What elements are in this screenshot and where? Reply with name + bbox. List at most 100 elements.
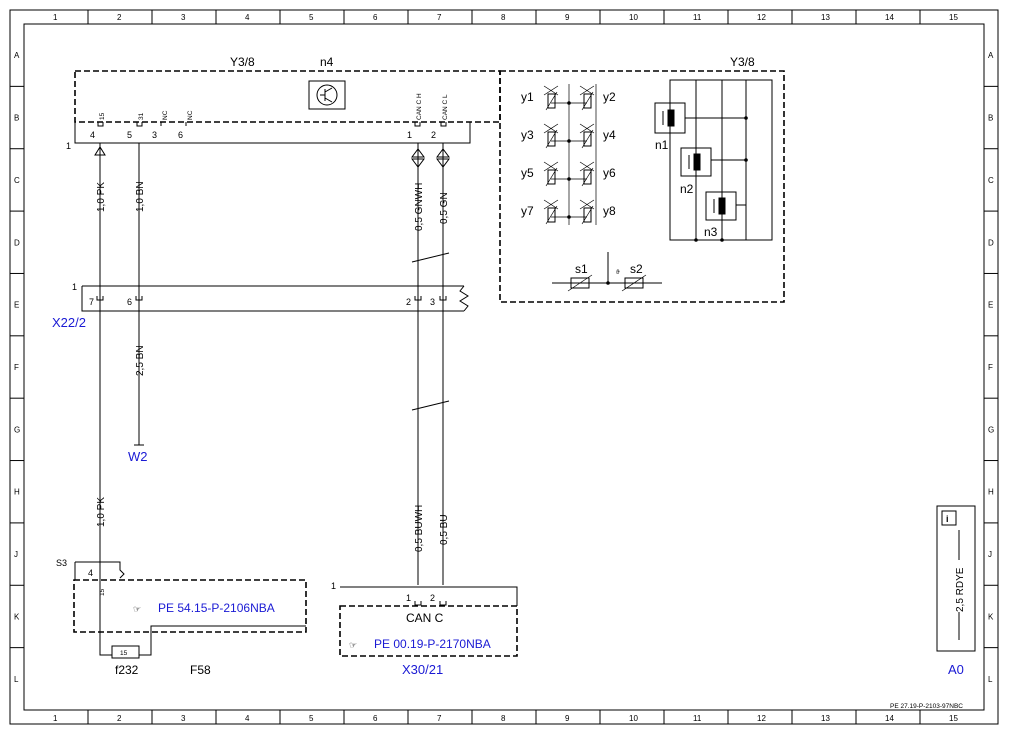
hand-pointer-icon-x30: ☞ — [349, 640, 357, 650]
pin-number-6: 6 — [178, 130, 183, 140]
switch-s3 — [74, 561, 125, 580]
solenoid-n3-icon — [713, 197, 726, 215]
sensor-s2 — [624, 277, 644, 289]
hand-pointer-icon-f58: ☞ — [133, 604, 141, 614]
pin-label-can-c-l: CAN C L — [442, 94, 449, 120]
ref-pe-00-link[interactable]: PE 00.19-P-2170NBA — [374, 637, 491, 651]
col-label-top: 15 — [949, 13, 958, 22]
fuse-wiring — [99, 587, 306, 656]
col-label-bottom: 1 — [53, 714, 58, 723]
row-label-left: F — [14, 363, 19, 372]
x22-pin-6: 6 — [127, 297, 132, 307]
info-icon — [941, 510, 957, 526]
col-label-top: 11 — [693, 13, 702, 22]
twisted-pair-marks — [411, 252, 450, 411]
pin-number-3: 3 — [152, 130, 157, 140]
col-label-top: 12 — [757, 13, 766, 22]
valve-y4-label: y4 — [603, 128, 616, 142]
valve-icon — [579, 123, 595, 134]
can-c-label: CAN C — [406, 611, 444, 625]
module-f58-label: F58 — [190, 663, 211, 677]
module-connector-ref: 1 — [66, 141, 71, 151]
col-label-top: 8 — [501, 13, 506, 22]
row-label-right: G — [988, 425, 994, 434]
valve-coil-icon — [583, 93, 592, 109]
connector-x22-2-break — [459, 285, 469, 312]
col-label-top: 7 — [437, 13, 442, 22]
sensor-line — [552, 252, 662, 284]
outer-frame — [9, 9, 999, 725]
col-label-top: 10 — [629, 13, 638, 22]
col-label-top: 4 — [245, 13, 250, 22]
switch-s3-label: S3 — [56, 558, 67, 568]
valve-icon — [543, 161, 559, 172]
solenoid-n3 — [705, 191, 737, 221]
solenoid-n1-label: n1 — [655, 138, 669, 152]
valve-coil-icon — [547, 169, 556, 185]
col-label-top: 2 — [117, 13, 122, 22]
valve-stroke — [545, 205, 558, 225]
module-y3-8-right-label: Y3/8 — [730, 55, 755, 69]
row-label-left: L — [14, 675, 19, 684]
info-box-a0 — [936, 505, 976, 652]
valve-coil-icon — [547, 93, 556, 109]
module-y3-8-right — [499, 70, 785, 303]
transistor-symbol-icon — [320, 87, 333, 103]
row-label-right: K — [988, 612, 994, 621]
pin-number-1: 1 — [407, 130, 412, 140]
valve-icon — [543, 123, 559, 134]
x22-sockets — [96, 296, 447, 301]
valve-icon — [579, 161, 595, 172]
row-label-right: C — [988, 176, 994, 185]
ground-w2-label[interactable]: W2 — [128, 449, 148, 464]
row-label-left: G — [14, 425, 20, 434]
valve-wiring — [551, 84, 597, 225]
row-label-left: A — [14, 51, 20, 60]
valve-icon — [543, 85, 559, 96]
valve-coil-icon — [547, 131, 556, 147]
valve-node — [567, 139, 571, 143]
col-label-top: 13 — [821, 13, 830, 22]
connector-x22-2-label[interactable]: X22/2 — [52, 315, 86, 330]
col-label-bottom: 7 — [437, 714, 442, 723]
pin-label-can-c-h: CAN C H — [416, 93, 423, 120]
row-label-left: J — [14, 550, 18, 559]
col-label-top: 5 — [309, 13, 314, 22]
x30-pin-1: 1 — [406, 593, 411, 603]
col-label-bottom: 11 — [693, 714, 702, 723]
sensor-s2-label: s2 — [630, 262, 643, 276]
document-id: PE 27.19-P-2103-97NBC — [890, 703, 963, 710]
can-h-connector-icon — [411, 148, 425, 168]
pin-number-2: 2 — [431, 130, 436, 140]
col-label-top: 6 — [373, 13, 378, 22]
valve-y7-label: y7 — [521, 204, 534, 218]
row-label-left: K — [14, 612, 20, 621]
pin-label-31: 31 — [138, 112, 145, 120]
col-label-bottom: 3 — [181, 714, 186, 723]
connector-x30-21-ref: 1 — [331, 581, 336, 591]
x30-sockets — [414, 601, 447, 606]
connector-x30-21-label[interactable]: X30/21 — [402, 662, 443, 677]
valve-stroke — [581, 205, 594, 225]
connector-x22-2 — [81, 285, 464, 312]
col-label-bottom: 2 — [117, 714, 122, 723]
ref-pe-54-link[interactable]: PE 54.15-P-2106NBA — [158, 601, 275, 615]
col-label-top: 14 — [885, 13, 894, 22]
wire-label-0-5-gn: 0,5 GN — [439, 192, 450, 224]
wire-label-2-5-rdye: 2,5 RDYE — [955, 567, 966, 612]
valve-y8-label: y8 — [603, 204, 616, 218]
connector-x30-21-top — [340, 586, 518, 606]
solenoid-n2 — [680, 147, 712, 177]
sensor-s1-label: s1 — [575, 262, 588, 276]
solenoid-n2-icon — [688, 153, 701, 171]
fuse-f232-label: f232 — [115, 663, 139, 677]
fuse-f232 — [111, 645, 140, 659]
pin-number-5: 5 — [127, 130, 132, 140]
col-label-bottom: 10 — [629, 714, 638, 723]
solenoid-n2-label: n2 — [680, 182, 694, 196]
connector-a0-label[interactable]: A0 — [948, 662, 964, 677]
col-label-top: 1 — [53, 13, 58, 22]
module-y3-8-left-label: Y3/8 — [230, 55, 255, 69]
row-label-right: B — [988, 114, 993, 123]
